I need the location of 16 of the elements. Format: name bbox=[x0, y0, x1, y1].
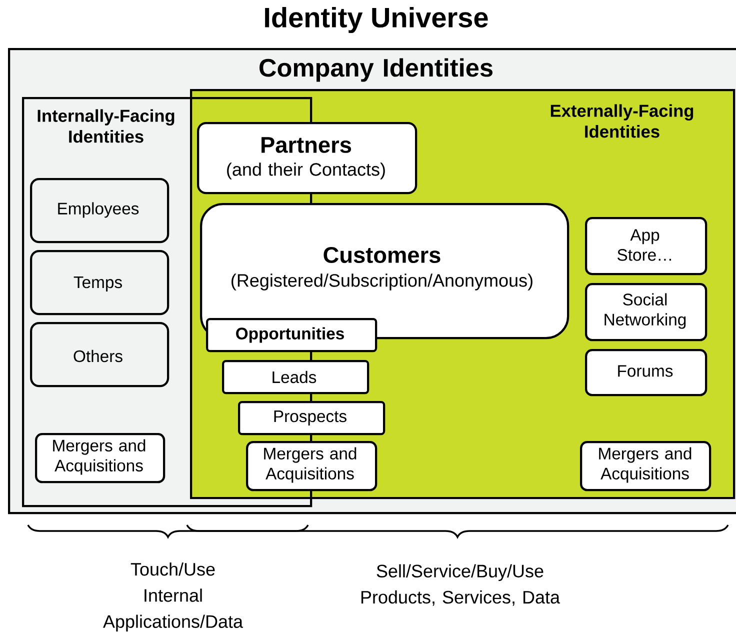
category-box: Employees bbox=[30, 178, 170, 244]
category-box: Social Networking bbox=[585, 283, 708, 342]
category-box: Prospects bbox=[238, 401, 386, 436]
category-box: Mergers and Acquisitions bbox=[246, 441, 378, 492]
caption-text: Sell/Service/Buy/Use Products, Services, Data bbox=[361, 564, 560, 606]
title: Identity Universe bbox=[265, 6, 488, 34]
caption-text: Touch/Use Internal Applications/Data bbox=[103, 562, 244, 632]
category-box: Temps bbox=[30, 250, 170, 316]
category-box: Mergers and Acquisitions bbox=[35, 433, 166, 484]
category-box: Mergers and Acquisitions bbox=[580, 441, 712, 492]
category-box: Others bbox=[30, 322, 170, 388]
category-box: Opportunities bbox=[206, 318, 378, 352]
category-box: Forums bbox=[585, 349, 708, 396]
category-box: App Store… bbox=[585, 217, 708, 276]
category-box: Partners (and their Contacts) bbox=[197, 122, 418, 194]
category-box: Leads bbox=[222, 360, 370, 394]
